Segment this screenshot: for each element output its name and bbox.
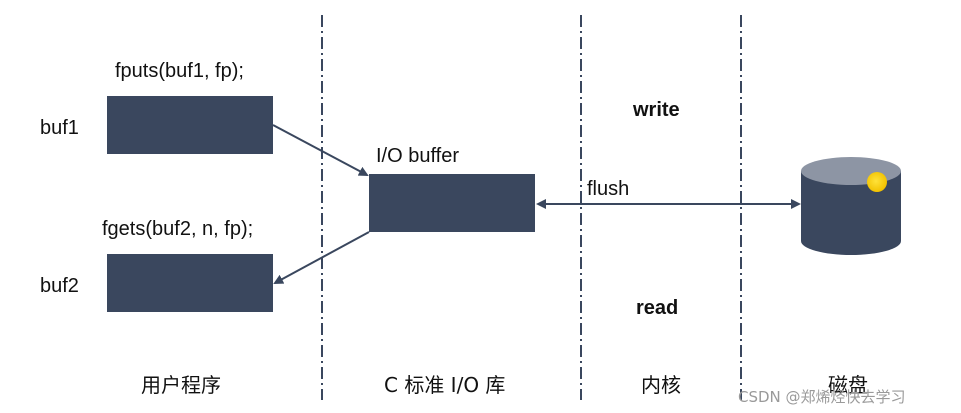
- write-label: write: [633, 99, 680, 121]
- buf2-label: buf2: [40, 275, 79, 297]
- fputs-call-label: fputs(buf1, fp);: [115, 60, 244, 82]
- io-buffer-block: [369, 174, 535, 232]
- column-label-c-stdio-lib: C 标准 I/O 库: [384, 373, 506, 397]
- disk-icon: [801, 157, 901, 255]
- buf1-block: [107, 96, 273, 154]
- io-buffer-label: I/O buffer: [376, 145, 460, 167]
- column-label-user-program: 用户程序: [141, 373, 221, 397]
- flush-label: flush: [587, 178, 630, 200]
- buf1-label: buf1: [40, 117, 79, 139]
- arrow-buf1-to-io-buffer: [272, 124, 369, 176]
- read-label: read: [636, 297, 679, 319]
- buf2-block: [107, 254, 273, 312]
- arrow-io-buffer-to-buf2: [273, 231, 370, 284]
- column-label-kernel: 内核: [641, 373, 681, 397]
- cursor-highlight-icon: [867, 172, 887, 192]
- fgets-call-label: fgets(buf2, n, fp);: [102, 218, 254, 240]
- watermark: CSDN @郑烯烃快去学习: [738, 388, 906, 406]
- column-label-disk: 磁盘: [828, 373, 868, 397]
